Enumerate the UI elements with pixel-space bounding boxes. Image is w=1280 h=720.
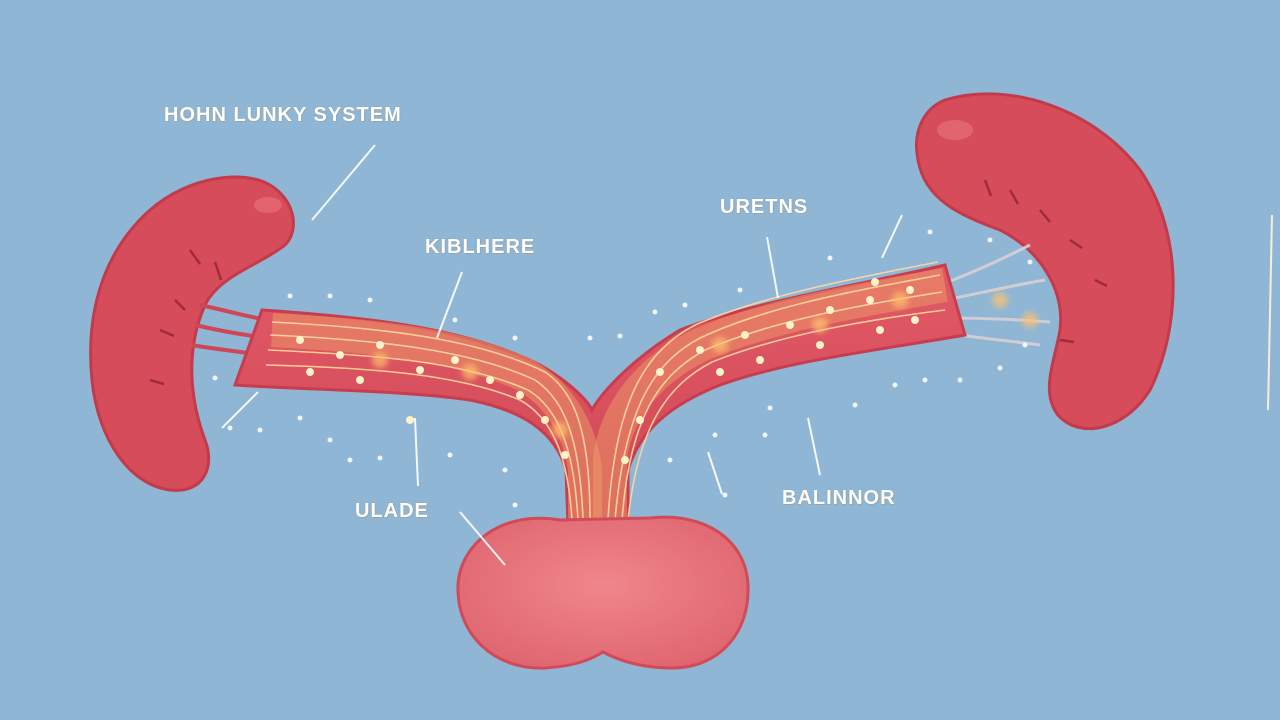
label-right: BALINNOR <box>782 487 896 509</box>
leader-left <box>459 511 506 566</box>
leader-right <box>807 417 821 476</box>
bladder <box>456 515 750 670</box>
label-left: ULADE <box>355 500 429 522</box>
label-ureter: URETNS <box>720 196 809 218</box>
ureter-tubes <box>232 263 967 527</box>
leader-kidney <box>436 271 463 339</box>
leader-ureter <box>766 236 779 299</box>
leader-left-kidney <box>221 391 259 429</box>
diagram-title: HOHN LUNKY SYSTEM <box>164 104 402 126</box>
leader-title <box>311 144 376 221</box>
edge-sparkle <box>1267 214 1273 411</box>
glow-halo <box>372 292 1038 438</box>
leader-top-right <box>881 214 903 259</box>
particles <box>212 229 1033 508</box>
leader-left-tube <box>414 417 419 487</box>
leader-lines <box>221 144 903 566</box>
label-kidney: KIBLHERE <box>425 236 536 258</box>
left-kidney <box>89 175 295 492</box>
right-kidney <box>915 92 1175 431</box>
leader-right-2 <box>707 451 723 495</box>
glow-dots <box>296 278 919 464</box>
glow-fibers <box>265 261 946 521</box>
right-vessels <box>939 243 1051 347</box>
